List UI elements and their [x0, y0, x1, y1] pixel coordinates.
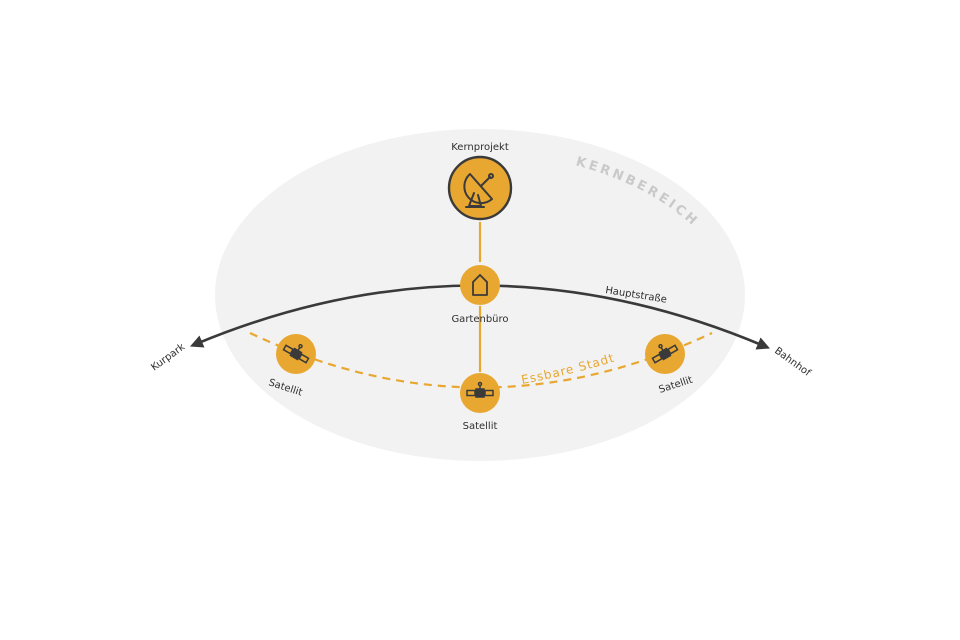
house-icon	[472, 274, 488, 296]
satellite-icon	[282, 343, 310, 364]
road-end-label: Bahnhof	[772, 346, 813, 380]
core-project-node	[447, 155, 513, 221]
satellite-icon	[466, 381, 494, 398]
satellite-label-center: Satellit	[463, 421, 498, 432]
road-start-label: Kurpark	[149, 342, 187, 374]
satellite-icon	[651, 343, 679, 364]
garden-office-node	[460, 265, 500, 305]
core-project-label: Kernprojekt	[451, 142, 509, 153]
garden-office-label: Gartenbüro	[451, 314, 508, 325]
satellite-node-center	[460, 373, 500, 413]
satellite-node-left	[276, 334, 316, 374]
satellite-dish-icon	[463, 173, 494, 208]
satellite-node-right	[645, 334, 685, 374]
